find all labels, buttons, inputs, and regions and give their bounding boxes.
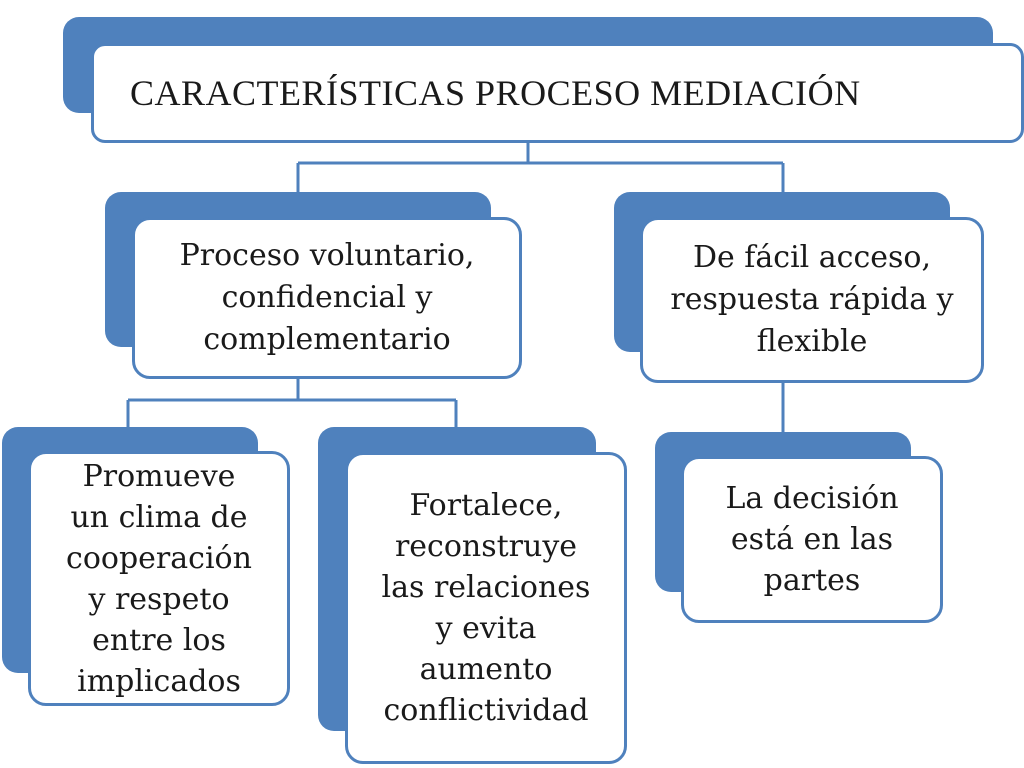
node-left-a-line: y respeto	[88, 581, 230, 617]
node-left-a-line: cooperación	[66, 540, 252, 576]
node-left-a-line: Promueve	[82, 458, 236, 494]
node-left-a-line: implicados	[77, 663, 241, 699]
diagram-title: CARACTERÍSTICAS PROCESO MEDIACIÓN	[130, 73, 861, 113]
node-left-b-line: aumento	[419, 652, 553, 687]
node-left-b-line: y evita	[435, 611, 537, 646]
title-node: CARACTERÍSTICAS PROCESO MEDIACIÓN	[91, 43, 1024, 143]
node-right-line: respuesta rápida y	[670, 282, 954, 317]
node-right-a-line: está en las	[730, 522, 894, 557]
node-left-line: complementario	[203, 322, 451, 357]
node-right-a-line: La decisión	[725, 481, 899, 516]
node-left-b-line: conflictividad	[383, 693, 589, 728]
node-left: Proceso voluntario, confidencial y compl…	[132, 217, 522, 379]
node-left-line: confidencial y	[221, 280, 433, 315]
node-right-a: La decisión está en las partes	[681, 456, 943, 623]
node-left-b-line: las relaciones	[381, 570, 591, 605]
edge-left-children	[126, 378, 458, 430]
node-right-a-line: partes	[763, 563, 861, 598]
node-right-line: De fácil acceso,	[692, 240, 932, 275]
node-left-b-line: Fortalece,	[409, 488, 563, 523]
node-right-line: flexible	[756, 324, 868, 359]
node-left-b: Fortalece, reconstruye las relaciones y …	[345, 452, 627, 764]
edge-title-children	[296, 143, 785, 194]
node-left-a-line: entre los	[92, 622, 226, 658]
node-left-a-line: un clima de	[70, 499, 248, 535]
node-left-b-line: reconstruye	[394, 529, 578, 564]
node-left-a: Promueve un clima de cooperación y respe…	[28, 451, 290, 706]
node-left-line: Proceso voluntario,	[179, 238, 475, 273]
node-right: De fácil acceso, respuesta rápida y flex…	[640, 217, 984, 383]
